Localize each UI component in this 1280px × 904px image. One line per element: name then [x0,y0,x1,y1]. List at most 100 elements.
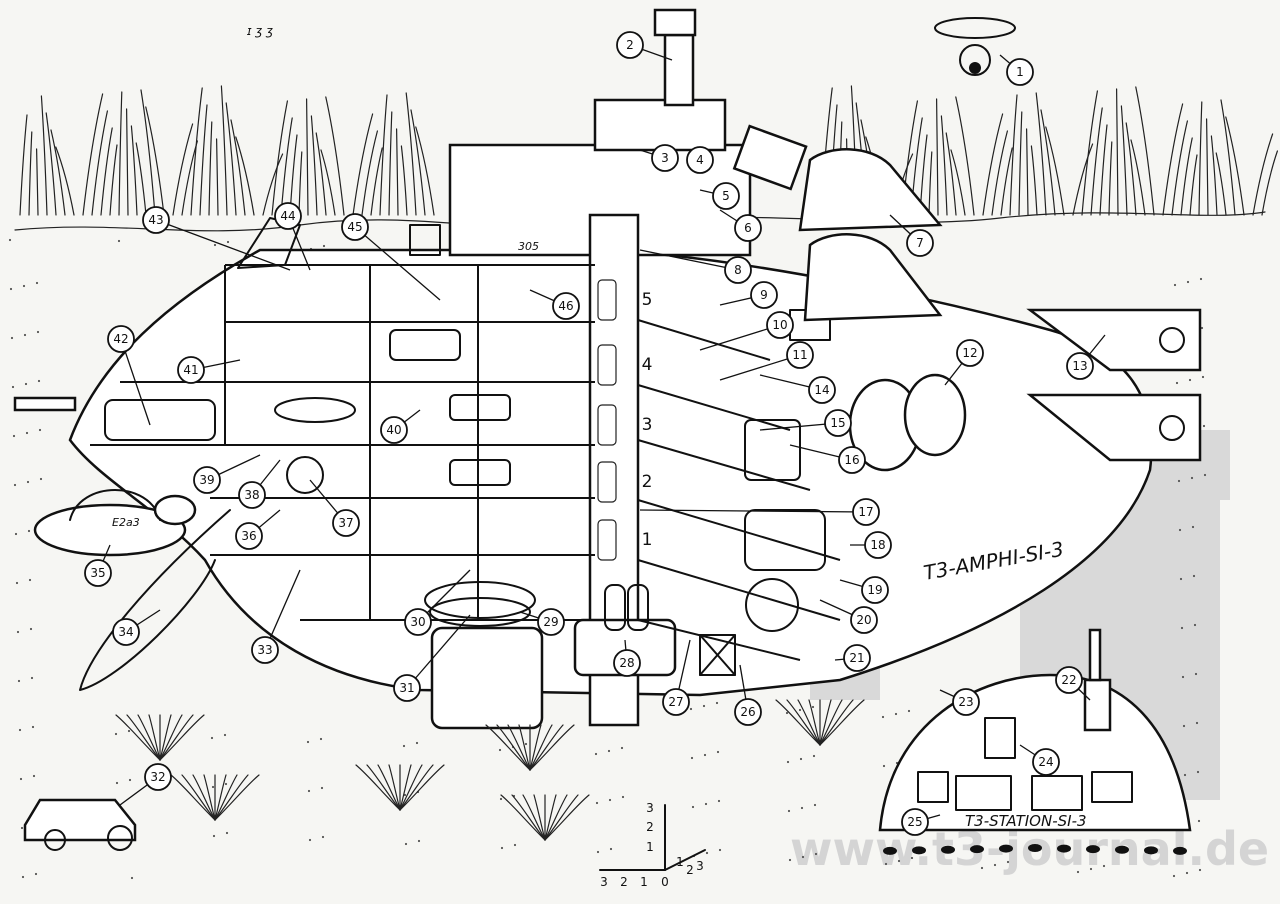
external-modules [732,124,1202,472]
callout-number: 5 [722,189,730,203]
callout-number: 24 [1038,755,1053,769]
callout-number: 25 [907,815,922,829]
callout-number: 46 [558,299,573,313]
callout-14: 14 [759,374,836,404]
callout-number: 1 [1016,65,1024,79]
callout-number: 29 [543,615,558,629]
callout-number: 16 [844,453,859,467]
station-name-label: T3-STATION-SI-3 [965,812,1087,830]
callout-35: 35 [84,544,112,587]
scale-v-2: 2 [646,820,654,834]
pod-label: E2a3 [112,516,140,529]
callout-6: 6 [719,209,762,242]
callout-34: 34 [112,609,161,646]
deck-number-1: 1 [642,530,653,550]
callout-12: 12 [944,339,984,386]
callout-number: 21 [849,651,864,665]
callout-26: 26 [734,664,762,726]
callout-number: 32 [150,770,165,784]
deck-numbers: 5 4 3 2 1 [642,290,653,550]
callout-13: 13 [1066,334,1106,380]
callout-number: 41 [183,363,198,377]
callout-24: 24 [1019,744,1060,776]
callout-number: 42 [113,332,128,346]
callout-2: 2 [616,31,673,61]
callout-number: 36 [241,529,256,543]
deck-number-5: 5 [642,290,653,310]
drone [934,17,1016,76]
hull-strut [79,509,231,691]
deck-number-3: 3 [642,415,653,435]
room-furnishings [104,217,831,676]
callout-7: 7 [889,214,934,257]
callout-17: 17 [639,498,880,526]
callout-37: 37 [309,479,360,537]
callout-number: 9 [760,288,768,302]
submarine-pod: E2a3 [33,489,197,557]
rover-vehicle [23,798,137,851]
callout-36: 36 [235,509,281,550]
callout-number: 7 [916,236,924,250]
callout-number: 2 [626,38,634,52]
callout-20: 20 [819,599,878,634]
callout-23: 23 [939,688,980,716]
callout-number: 35 [90,566,105,580]
callout-15: 15 [759,409,852,437]
callout-46: 46 [529,289,580,320]
callout-18: 18 [850,531,892,559]
callout-4: 4 [686,146,714,174]
callout-number: 38 [244,488,259,502]
callout-42: 42 [107,325,151,426]
callout-45: 45 [341,213,441,301]
top-scribble-text: ɪ ʒ ʒ [247,24,273,38]
callout-29: 29 [519,608,565,636]
callout-9: 9 [719,281,778,309]
scale-v-1: 1 [646,840,654,854]
callout-39: 39 [193,454,261,494]
callout-number: 6 [744,221,752,235]
callout-25: 25 [901,808,941,836]
callout-31: 31 [393,614,471,702]
scale-gauge: 3 2 1 0 3 2 1 1 2 3 [599,801,706,889]
callout-32: 32 [119,763,172,806]
callout-number: 14 [814,383,829,397]
callout-number: 18 [870,538,885,552]
callout-19: 19 [839,576,889,604]
callout-number: 23 [958,695,973,709]
callout-number: 19 [867,583,882,597]
callout-number: 44 [280,209,295,223]
callout-27: 27 [662,639,691,716]
scale-v-0: 0 [661,875,669,889]
callout-number: 15 [830,416,845,430]
callout-number: 39 [199,473,214,487]
callout-number: 20 [856,613,871,627]
callout-number: 37 [338,516,353,530]
callout-number: 34 [118,625,133,639]
callout-38: 38 [238,459,281,509]
callout-1: 1 [999,54,1034,86]
callout-number: 28 [619,656,634,670]
callout-21: 21 [834,644,871,672]
callout-3: 3 [639,144,679,172]
callout-33: 33 [251,569,301,664]
scale-r-2: 2 [686,863,694,877]
callout-number: 33 [257,643,272,657]
scale-l-1: 1 [640,875,648,889]
callout-43: 43 [142,206,291,271]
callout-number: 17 [858,505,873,519]
callout-16: 16 [789,444,866,474]
callout-22: 22 [1055,666,1091,701]
scale-v-3: 3 [646,801,654,815]
callout-number: 3 [661,151,669,165]
callout-number: 31 [399,681,414,695]
callout-number: 30 [410,615,425,629]
bottom-seaweed [115,699,865,841]
callout-number: 26 [740,705,755,719]
scale-r-3: 3 [696,859,704,873]
callout-30: 30 [404,569,471,636]
callout-number: 22 [1061,673,1076,687]
callout-number: 27 [668,695,683,709]
